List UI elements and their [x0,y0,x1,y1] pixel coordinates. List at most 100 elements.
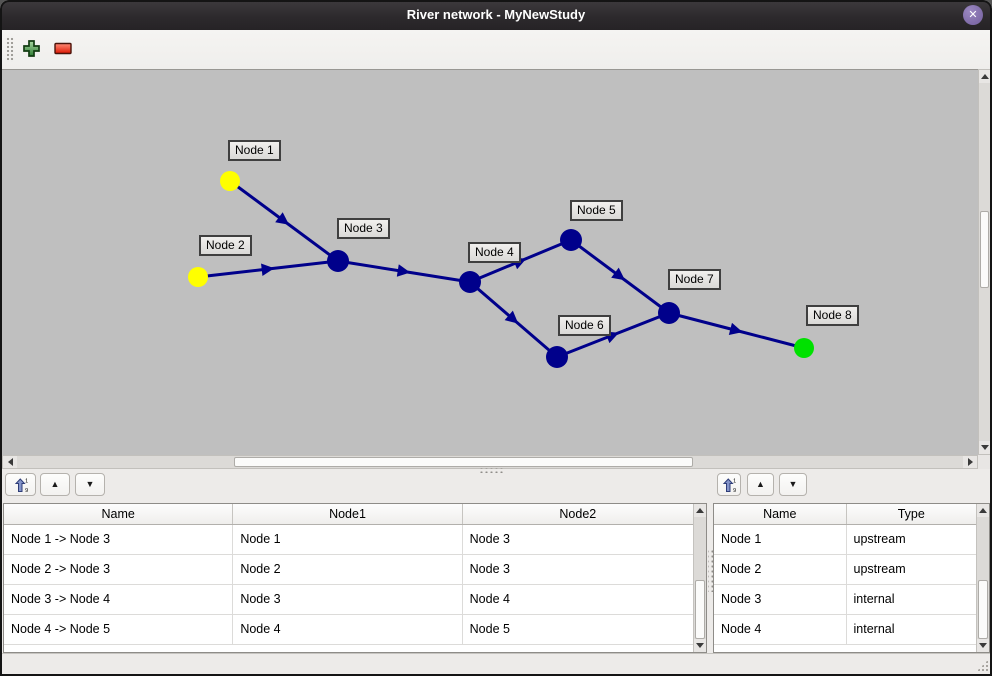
cell: Node 3 [469,562,510,576]
graph-horizontal-scrollbar[interactable] [2,455,978,469]
vertical-scrollbar-thumb[interactable] [978,580,988,639]
column-header-node1[interactable]: Node1 [233,504,463,524]
graph-vertical-scrollbar[interactable] [978,69,991,455]
cell: internal [853,622,895,636]
right-arrow-icon [967,458,973,466]
column-header-node2[interactable]: Node2 [559,507,597,521]
node-label-node1[interactable]: Node 1 [228,140,281,161]
edge-node1-to-node3[interactable] [229,179,339,263]
window-title: River network - MyNewStudy [406,7,586,22]
table-row[interactable]: Node 2 upstream [714,555,976,585]
scrollbar-corner [978,455,991,469]
node-label-node8[interactable]: Node 8 [806,305,859,326]
node-label-node4[interactable]: Node 4 [468,242,521,263]
sort-nodes-button[interactable]: 1 9 [717,473,741,496]
node-node7[interactable] [658,302,680,324]
column-header-name[interactable]: Name [4,504,234,524]
pane-splitter-handle[interactable] [478,468,504,473]
node-node6[interactable] [546,346,568,368]
svg-text:1: 1 [25,478,28,484]
cell: Node 2 [714,555,847,584]
scroll-down-button[interactable] [977,639,989,652]
add-button[interactable] [18,35,44,61]
edge-node2-to-node3[interactable] [197,259,339,279]
column-header-name[interactable]: Name [714,504,847,524]
node-node4[interactable] [459,271,481,293]
up-triangle-icon: ▲ [50,479,60,489]
scroll-up-button[interactable] [694,504,706,517]
node-node5[interactable] [560,229,582,251]
cell: Node 3 [469,532,510,546]
close-button[interactable]: ✕ [963,5,983,25]
down-arrow-icon [979,643,987,648]
cell: upstream [853,532,906,546]
node-label-node7[interactable]: Node 7 [668,269,721,290]
move-node-up-button[interactable]: ▲ [747,473,774,496]
edge-node3-to-node4[interactable] [337,259,471,284]
toolbar-drag-handle[interactable] [5,36,14,62]
node-node8[interactable] [794,338,814,358]
titlebar[interactable]: River network - MyNewStudy ✕ [0,0,992,30]
cell: Node 2 [233,555,463,584]
svg-text:1: 1 [733,478,736,484]
node-node1[interactable] [220,171,240,191]
node-label-node2[interactable]: Node 2 [199,235,252,256]
cell: upstream [853,562,906,576]
column-header-type[interactable]: Type [897,507,925,521]
scroll-right-button[interactable] [963,456,977,468]
move-node-down-button[interactable]: ▼ [779,473,807,496]
node-node3[interactable] [327,250,349,272]
node-node2[interactable] [188,267,208,287]
move-link-up-button[interactable]: ▲ [40,473,70,496]
scroll-up-button[interactable] [979,70,990,83]
down-triangle-icon: ▼ [788,479,798,489]
cell: Node 4 [714,615,847,644]
cell: Node 1 [714,525,847,554]
edge-node6-to-node7[interactable] [556,311,670,359]
nodes-table-scrollbar[interactable] [976,504,989,652]
river-network-svg [188,171,814,368]
status-bar [0,653,992,675]
table-row[interactable]: Node 4 internal [714,615,976,645]
edge-node5-to-node7[interactable] [570,238,670,315]
table-row[interactable]: Node 1 upstream [714,525,976,555]
svg-text:9: 9 [733,488,736,493]
node-label-node3[interactable]: Node 3 [337,218,390,239]
scroll-left-button[interactable] [3,456,17,468]
cell: Node 3 [233,585,463,614]
up-arrow-icon [980,74,989,79]
vertical-scrollbar-thumb[interactable] [695,580,705,639]
node-label-node5[interactable]: Node 5 [570,200,623,221]
scroll-up-button[interactable] [977,504,989,517]
sort-links-button[interactable]: 1 9 [5,473,36,496]
links-table-scrollbar[interactable] [693,504,706,652]
resize-grip[interactable] [977,660,988,671]
vertical-scrollbar-thumb[interactable] [980,211,989,288]
scroll-down-button[interactable] [694,639,706,652]
cell: internal [853,592,895,606]
cell: Node 4 -> Node 5 [4,615,234,644]
cell: Node 4 [233,615,463,644]
up-arrow-icon [979,508,987,513]
cell: Node 5 [469,622,510,636]
tables-splitter-handle[interactable] [708,548,713,592]
remove-button[interactable] [50,35,76,61]
scroll-down-button[interactable] [979,441,990,454]
cell: Node 1 [233,525,463,554]
move-link-down-button[interactable]: ▼ [75,473,105,496]
node-label-node6[interactable]: Node 6 [558,315,611,336]
left-arrow-icon [7,458,13,466]
graph-canvas[interactable]: Node 1 Node 2 Node 3 Node 4 Node 5 Node 6 Node… [2,69,978,456]
horizontal-scrollbar-thumb[interactable] [234,457,693,467]
edge-node7-to-node8[interactable] [668,311,805,350]
edge-node4-to-node6[interactable] [469,280,558,359]
up-arrow-icon [696,508,704,513]
